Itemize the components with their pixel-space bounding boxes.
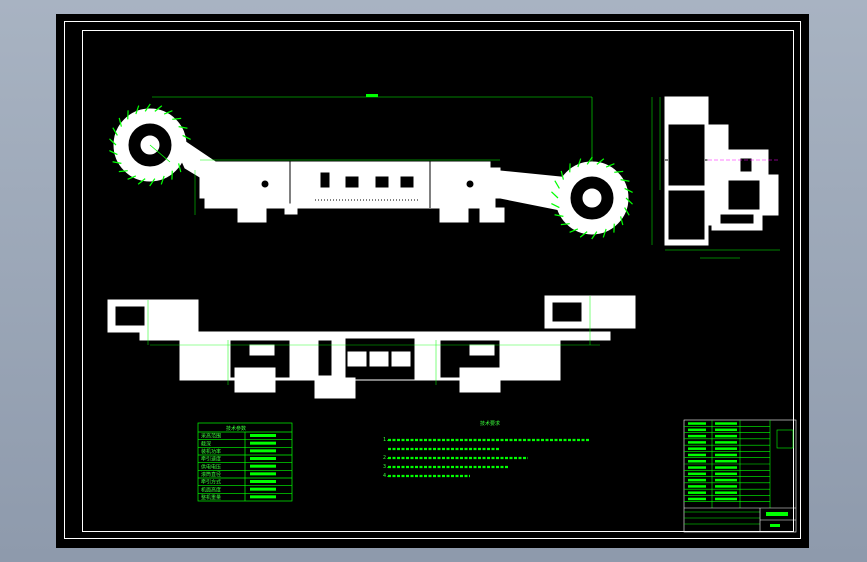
dimension-text bbox=[366, 94, 378, 97]
spec-row-value bbox=[250, 441, 276, 445]
drawing-number bbox=[766, 512, 788, 516]
drum-pick bbox=[112, 161, 122, 164]
spec-row-value bbox=[250, 449, 276, 453]
tech-requirement-number: 1. bbox=[383, 437, 389, 443]
drawing-frame bbox=[82, 30, 794, 532]
spec-row-label: 采高范围 bbox=[201, 433, 221, 440]
spec-row-value bbox=[250, 434, 276, 437]
left-cutting-drum bbox=[109, 103, 191, 187]
drum-pick bbox=[551, 191, 559, 199]
spec-table-title: 技术参数 bbox=[226, 425, 246, 432]
drum-pick bbox=[624, 187, 633, 193]
spec-row-label: 供电电压 bbox=[201, 463, 221, 470]
drum-pick bbox=[560, 223, 570, 226]
drum-pick bbox=[109, 138, 117, 146]
drum-pick bbox=[178, 163, 182, 173]
spec-row-label: 整机重量 bbox=[201, 494, 221, 501]
tech-requirement-number: 4. bbox=[383, 473, 389, 479]
drum-pick bbox=[163, 110, 173, 115]
spec-row-label: 牵引速度 bbox=[201, 456, 221, 463]
drum-pick bbox=[605, 163, 615, 168]
drum-pick bbox=[551, 203, 560, 209]
end-elevation bbox=[651, 96, 780, 259]
drum-pick bbox=[182, 134, 191, 140]
drum-pick bbox=[624, 207, 630, 216]
drum-pick bbox=[137, 178, 146, 185]
drum-pick bbox=[154, 105, 163, 112]
drum-pick bbox=[109, 150, 118, 156]
technical-requirements: 技术要求 1. 2. 3. 4. bbox=[383, 420, 590, 479]
spec-row-label: 装机功率 bbox=[201, 448, 221, 455]
drum-pick bbox=[569, 228, 579, 233]
tech-requirement-number: 3. bbox=[383, 464, 389, 470]
scale-value bbox=[770, 524, 780, 527]
drum-pick bbox=[172, 117, 182, 120]
spec-row-label: 牵引方式 bbox=[201, 479, 221, 486]
spec-row-value bbox=[250, 472, 276, 476]
drum-pick bbox=[591, 231, 598, 240]
drum-pick bbox=[577, 158, 582, 168]
machine-body bbox=[199, 160, 505, 223]
drum-pick bbox=[135, 105, 140, 115]
drum-pick bbox=[178, 126, 188, 129]
right-cutting-drum bbox=[551, 156, 633, 240]
drum-pick bbox=[620, 179, 630, 182]
tech-requirement-number: 2. bbox=[383, 455, 389, 461]
tech-requirements-title: 技术要求 bbox=[480, 420, 500, 427]
spec-row-label: 滚筒直径 bbox=[201, 471, 221, 478]
drum-pick bbox=[149, 178, 156, 187]
drum-pick bbox=[554, 214, 564, 217]
drum-pick bbox=[586, 156, 593, 165]
drum-pick bbox=[554, 180, 560, 189]
drum-pick bbox=[118, 117, 122, 127]
spec-row-value bbox=[250, 480, 276, 483]
spec-row-value bbox=[250, 495, 276, 499]
spec-row-label: 机面高度 bbox=[201, 486, 221, 493]
title-block bbox=[683, 419, 797, 533]
spec-row-value bbox=[250, 457, 276, 460]
drum-pick bbox=[620, 216, 624, 226]
drum-pick bbox=[160, 175, 165, 185]
drawing-sheet-border bbox=[64, 21, 801, 539]
drum-pick bbox=[112, 127, 118, 136]
drum-pick bbox=[625, 197, 633, 205]
drum-pick bbox=[144, 103, 151, 112]
drum-pick bbox=[127, 175, 137, 180]
spec-row-value bbox=[250, 464, 276, 468]
spec-row-label: 截深 bbox=[201, 440, 211, 447]
drum-pick bbox=[596, 158, 605, 165]
drum-pick bbox=[118, 170, 128, 173]
spec-row-value bbox=[250, 487, 276, 491]
drum-pick bbox=[614, 170, 624, 173]
drum-pick bbox=[579, 231, 588, 238]
drum-pick bbox=[602, 228, 607, 238]
drum-pick bbox=[560, 170, 564, 180]
side-elevation bbox=[109, 94, 633, 240]
plan-view bbox=[107, 295, 636, 399]
